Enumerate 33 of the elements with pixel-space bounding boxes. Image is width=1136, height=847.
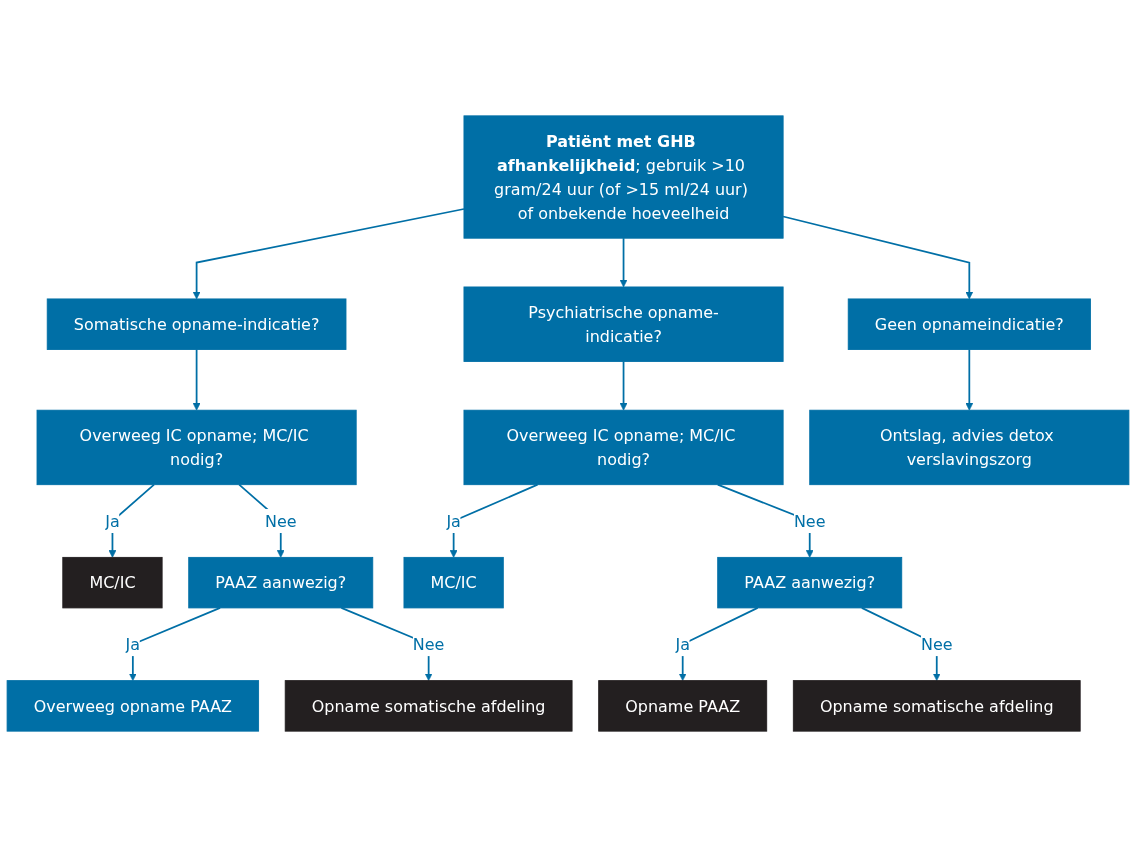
node-box: Opname somatische afdeling: [284, 680, 573, 732]
edge-label: Nee: [920, 634, 953, 654]
arrow: [108, 483, 155, 558]
node-box: Ontslag, advies detox verslavingszorg: [809, 409, 1130, 486]
node-box: MC/IC: [62, 556, 163, 609]
arrow: [782, 215, 974, 300]
node-box: Overweeg IC opname; MC/IC nodig?: [36, 409, 357, 486]
node-box: PAAZ aanwezig?: [188, 556, 374, 609]
node-box: Psychiatrische opname-indicatie?: [463, 286, 784, 362]
arrow: [128, 607, 221, 681]
node-box: PAAZ aanwezig?: [717, 556, 903, 609]
edge-label: Ja: [105, 511, 120, 531]
arrow: [192, 208, 465, 300]
node-box: Overweeg IC opname; MC/IC nodig?: [463, 409, 784, 486]
arrow: [965, 348, 974, 411]
node-box: Patiënt met GHB afhankelijkheid; gebruik >10 gram/24 uur (of >15 ml/24 uur) of onbekende hoeveelheid: [463, 115, 784, 239]
node-box: Opname somatische afdeling: [792, 680, 1081, 732]
edge-label: Nee: [412, 634, 445, 654]
edge-label: Ja: [446, 511, 461, 531]
node-box: Somatische opname-indicatie?: [46, 298, 347, 350]
arrow: [449, 483, 539, 558]
edge-label: Ja: [675, 634, 690, 654]
arrow: [192, 348, 201, 411]
arrow: [619, 237, 628, 288]
arrow: [678, 607, 759, 681]
edge-label: Ja: [125, 634, 141, 654]
node-box: Geen opnameindicatie?: [847, 298, 1091, 350]
edge-label: Nee: [793, 511, 826, 531]
node-box: Opname PAAZ: [598, 680, 768, 732]
node-box: Overweeg opname PAAZ: [6, 680, 260, 732]
edge-label: Nee: [264, 511, 297, 531]
arrow: [619, 360, 628, 411]
node-box: MC/IC: [403, 556, 504, 609]
